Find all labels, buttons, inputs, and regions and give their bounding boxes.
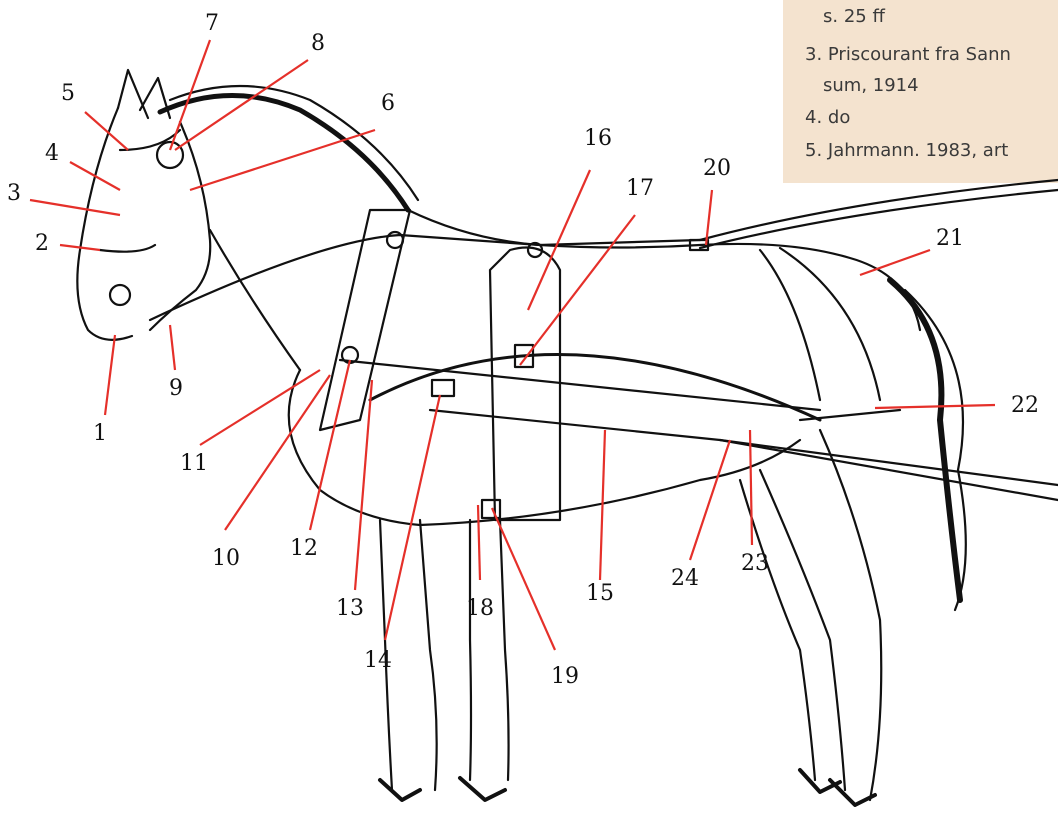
callout-label: 1 (93, 421, 107, 446)
leader-line-9 (170, 325, 175, 370)
callout-label: 4 (45, 141, 59, 166)
leader-lines (30, 40, 995, 650)
leader-line-3 (30, 200, 120, 215)
callout-label: 21 (936, 226, 964, 251)
callout-label: 15 (586, 581, 614, 606)
leader-line-18 (478, 505, 480, 580)
leader-line-14 (385, 395, 440, 640)
leader-line-13 (355, 380, 372, 590)
leader-line-11 (200, 370, 320, 445)
callout-label: 12 (290, 536, 318, 561)
leader-line-1 (105, 335, 115, 415)
horse-outline (77, 70, 1058, 805)
callout-label: 3 (7, 181, 21, 206)
leader-line-22 (875, 405, 995, 408)
callout-label: 19 (551, 664, 579, 689)
leader-line-6 (190, 130, 375, 190)
leader-line-4 (70, 162, 120, 190)
callout-label: 17 (626, 176, 654, 201)
leader-line-23 (750, 430, 752, 545)
callout-label: 24 (671, 566, 699, 591)
callout-label: 7 (205, 11, 219, 36)
callout-label: 20 (703, 156, 731, 181)
callout-label: 14 (364, 648, 392, 673)
callout-label: 22 (1011, 393, 1039, 418)
callout-label: 2 (35, 231, 49, 256)
callout-label: 5 (61, 81, 75, 106)
callout-label: 23 (741, 551, 769, 576)
callout-label: 18 (466, 596, 494, 621)
leader-line-24 (690, 440, 730, 560)
callout-label: 10 (212, 546, 240, 571)
leader-line-10 (225, 375, 330, 530)
callout-label: 11 (180, 451, 208, 476)
callout-label: 9 (169, 376, 183, 401)
leader-line-21 (860, 250, 930, 275)
callout-label: 6 (381, 91, 395, 116)
leader-line-5 (85, 112, 128, 150)
leader-line-7 (170, 40, 210, 150)
callout-label: 13 (336, 596, 364, 621)
callout-label: 8 (311, 31, 325, 56)
callout-label: 16 (584, 126, 612, 151)
